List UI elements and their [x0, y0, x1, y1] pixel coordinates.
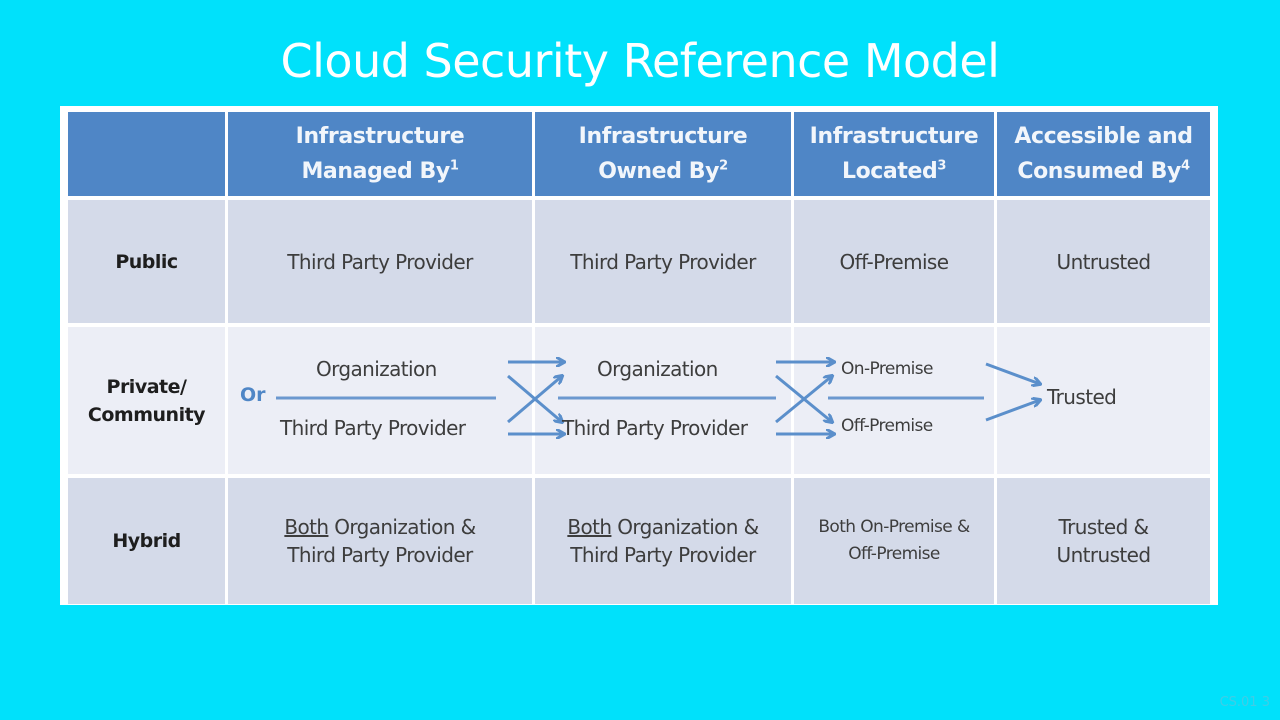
- hybrid-consumed-by: Trusted & Untrusted: [997, 478, 1210, 604]
- hybrid-consumed-by-line2: Untrusted: [1056, 543, 1152, 567]
- private-label-line2: Community: [87, 403, 206, 426]
- footnote-marker: 4: [1180, 158, 1190, 174]
- header-located-line1: Infrastructure: [809, 124, 979, 149]
- both-underlined: Both: [567, 515, 612, 539]
- reference-model-table-frame: Infrastructure Managed By1 Infrastructur…: [60, 106, 1218, 605]
- public-located: Off-Premise: [794, 200, 994, 323]
- header-consumed-by-line1: Accessible and: [1014, 124, 1193, 149]
- row-label-public: Public: [68, 200, 225, 323]
- reference-model-table: Infrastructure Managed By1 Infrastructur…: [68, 112, 1210, 604]
- header-managed-by-line1: Infrastructure: [295, 124, 465, 149]
- hybrid-located-line2: Off-Premise: [848, 544, 940, 564]
- slide-title: Cloud Security Reference Model: [280, 34, 1000, 88]
- both-underlined: Both: [284, 515, 329, 539]
- footnote-marker: 3: [937, 158, 947, 174]
- header-owned-by-line2: Owned By: [598, 159, 720, 184]
- hybrid-owned-by: Both Organization & Third Party Provider: [535, 478, 791, 604]
- public-managed-by: Third Party Provider: [228, 200, 532, 323]
- header-located-line2: Located: [841, 159, 938, 184]
- hybrid-located: Both On-Premise & Off-Premise: [794, 478, 994, 604]
- hybrid-consumed-by-line1: Trusted &: [1058, 515, 1149, 539]
- hybrid-located-line1: Both On-Premise &: [818, 517, 970, 537]
- header-owned-by: Infrastructure Owned By2: [535, 112, 791, 196]
- footnote-marker: 2: [719, 158, 728, 174]
- header-managed-by: Infrastructure Managed By1: [228, 112, 532, 196]
- hybrid-owned-by-line1: Organization &: [611, 515, 759, 539]
- row-label-hybrid: Hybrid: [68, 478, 225, 604]
- header-corner: [68, 112, 225, 196]
- public-owned-by: Third Party Provider: [535, 200, 791, 323]
- header-located: Infrastructure Located3: [794, 112, 994, 196]
- private-consumed-by-cell: [997, 327, 1210, 474]
- hybrid-owned-by-line2: Third Party Provider: [570, 543, 756, 567]
- footnote-marker: 1: [449, 158, 459, 174]
- hybrid-managed-by-line1: Organization &: [328, 515, 476, 539]
- public-consumed-by: Untrusted: [997, 200, 1210, 323]
- private-label-line1: Private/: [106, 375, 187, 398]
- header-managed-by-line2: Managed By: [301, 159, 450, 184]
- hybrid-managed-by-line2: Third Party Provider: [287, 543, 473, 567]
- header-consumed-by: Accessible and Consumed By4: [997, 112, 1210, 196]
- hybrid-managed-by: Both Organization & Third Party Provider: [228, 478, 532, 604]
- slide-footer: CS.01 3: [1219, 695, 1270, 710]
- private-located-cell: [794, 327, 994, 474]
- private-owned-by-cell: [535, 327, 791, 474]
- header-owned-by-line1: Infrastructure: [578, 124, 748, 149]
- row-label-private-community: Private/ Community: [68, 327, 225, 474]
- header-consumed-by-line2: Consumed By: [1017, 159, 1181, 184]
- private-managed-by-cell: [228, 327, 532, 474]
